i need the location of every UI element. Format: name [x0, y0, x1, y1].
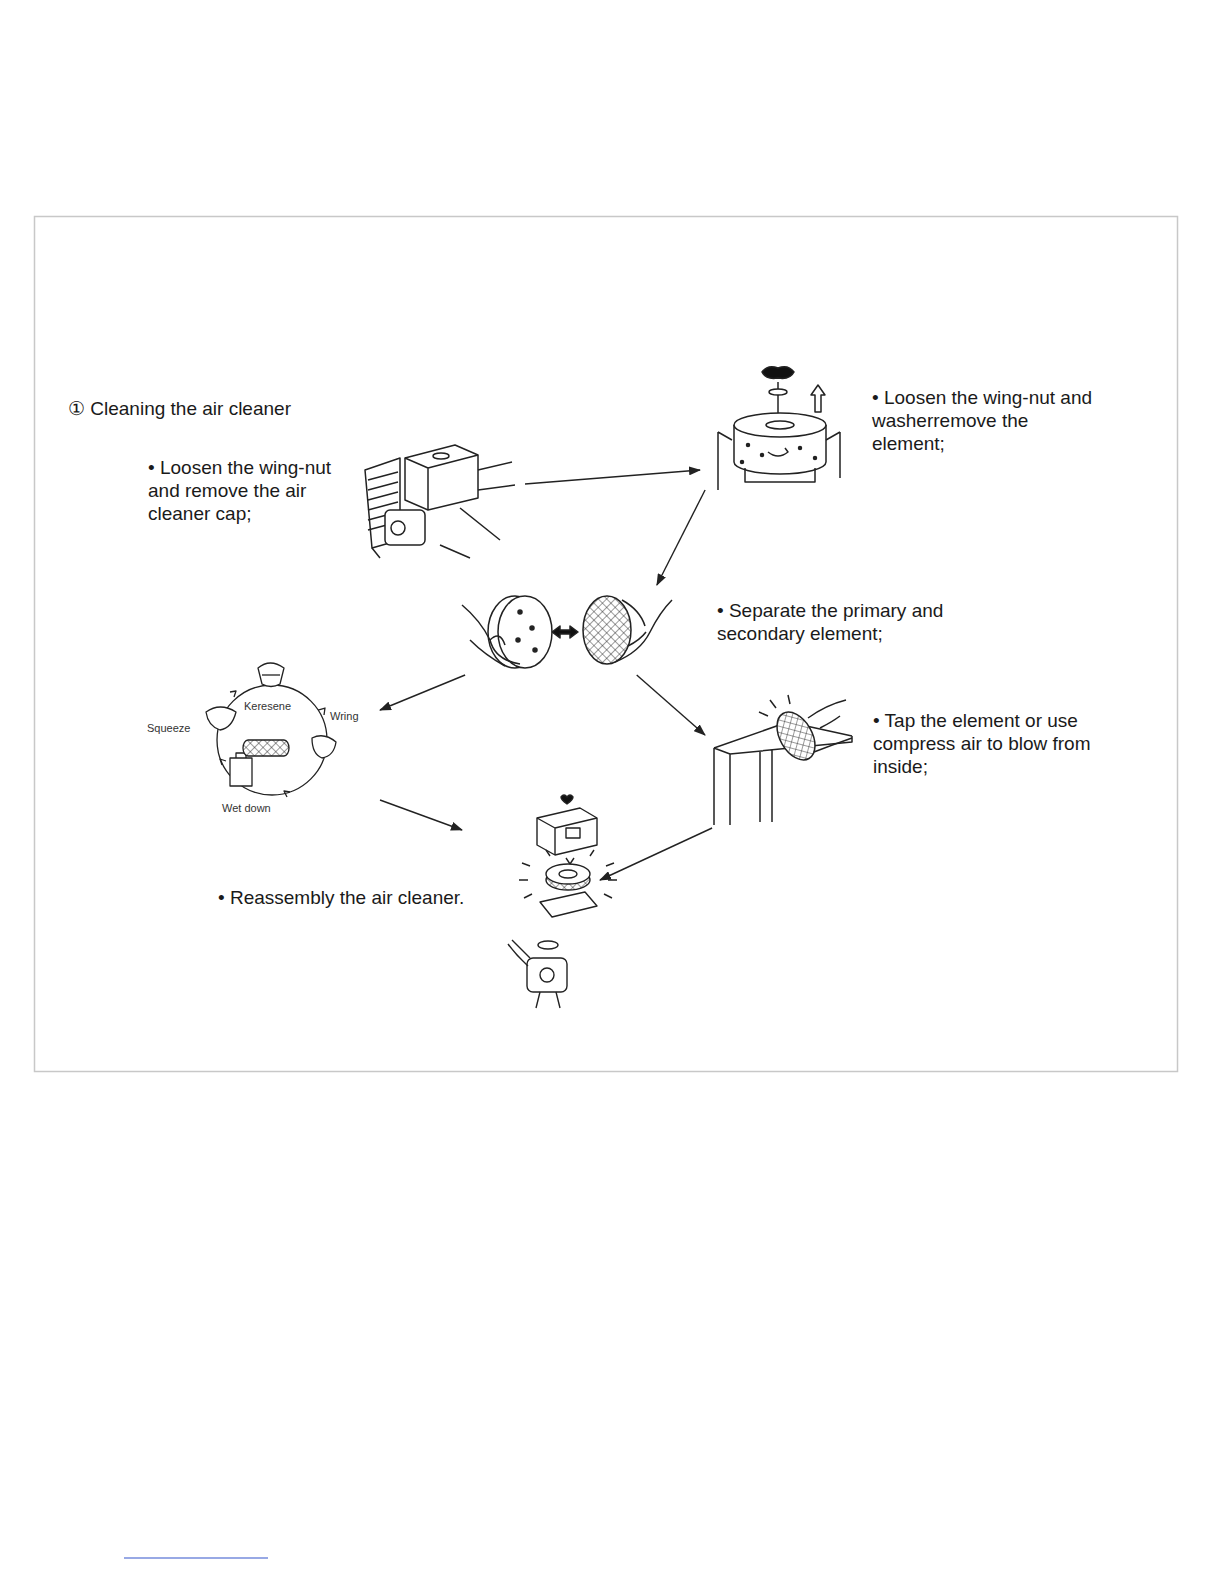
kerosene-wash-cycle — [230, 691, 236, 697]
element-separation-illustration — [518, 610, 522, 614]
reassembly-illustration — [508, 795, 617, 1008]
reassembly-illustration — [540, 892, 597, 917]
tap-on-table-illustration — [759, 695, 790, 716]
reassembly-illustration — [537, 818, 597, 855]
engine-illustration — [365, 445, 515, 558]
engine-illustration — [405, 445, 478, 510]
flow-arrow — [380, 800, 462, 830]
flow-arrow — [637, 675, 705, 735]
reassembly-illustration — [566, 858, 574, 864]
reassembly-illustration — [546, 864, 590, 884]
wash-cycle-node: KereseneWringSqueezeWet down — [140, 650, 380, 822]
step-text: • Separate the primary and secondary ele… — [717, 599, 979, 645]
filter-housing-illustration — [718, 432, 840, 490]
element-separation-illustration — [462, 596, 672, 668]
reassembly-illustration — [527, 958, 567, 992]
flow-arrow — [600, 828, 712, 880]
step-node: • Loosen the wing-nut and washerremove t… — [700, 360, 1100, 490]
reassembly-illustration — [537, 808, 597, 855]
element-separation-illustration — [498, 596, 552, 668]
filter-housing-illustration — [768, 448, 788, 456]
diagram-title: ① Cleaning the air cleaner — [68, 397, 291, 420]
flow-arrow — [657, 490, 705, 585]
kerosene-wash-cycle — [258, 663, 284, 687]
kerosene-wash-cycle — [220, 759, 226, 765]
kerosene-wash-cycle — [230, 758, 252, 786]
step-text: • Tap the element or use compress air to… — [873, 709, 1125, 778]
tap-on-table-illustration — [808, 700, 852, 752]
step-node: • Separate the primary and secondary ele… — [455, 585, 985, 675]
process-label: Wet down — [222, 802, 271, 815]
filter-housing-illustration — [761, 454, 764, 457]
element-separation-illustration — [533, 648, 537, 652]
filter-housing-illustration — [762, 367, 794, 379]
element-separation-illustration — [462, 605, 520, 666]
element-separation-illustration — [552, 626, 578, 638]
filter-housing-illustration — [811, 385, 825, 412]
element-separation-illustration — [516, 638, 520, 642]
step-text: • Loosen the wing-nut and washerremove t… — [872, 386, 1094, 455]
reassembly-illustration — [538, 941, 558, 949]
kerosene-wash-cycle — [318, 708, 325, 715]
reassembly-illustration — [519, 850, 617, 898]
tap-on-table-illustration — [714, 695, 852, 825]
filter-housing-illustration — [747, 444, 750, 447]
filter-housing-illustration — [769, 389, 787, 395]
filter-housing-illustration — [814, 457, 817, 460]
kerosene-wash-cycle — [206, 663, 336, 797]
process-label: Keresene — [244, 700, 291, 713]
step-text: • Loosen the wing-nut and remove the air… — [148, 456, 336, 525]
kerosene-wash-cycle — [217, 685, 327, 795]
step-node: • Tap the element or use compress air to… — [705, 695, 1131, 828]
step-text: • Reassembly the air cleaner. — [218, 886, 518, 909]
reassembly-illustration — [540, 968, 554, 982]
engine-illustration — [405, 455, 478, 510]
engine-illustration — [385, 510, 425, 545]
process-label: Squeeze — [147, 722, 190, 735]
element-separation-illustration — [583, 596, 631, 664]
step-node: • Reassembly the air cleaner. — [215, 830, 600, 1012]
engine-illustration — [433, 453, 449, 459]
filter-housing-illustration — [741, 461, 744, 464]
kerosene-wash-cycle — [312, 736, 336, 758]
reassembly-illustration — [559, 870, 577, 878]
reassembly-illustration — [566, 828, 580, 838]
filter-housing-illustration — [766, 421, 794, 429]
frame-border — [35, 217, 1178, 1072]
kerosene-wash-cycle — [243, 740, 289, 756]
reassembly-illustration — [561, 795, 573, 804]
flow-arrow — [380, 675, 465, 710]
element-separation-illustration — [615, 600, 672, 662]
kerosene-wash-cycle — [206, 707, 236, 730]
reassembly-illustration — [508, 940, 560, 1008]
engine-illustration — [372, 462, 515, 558]
tap-on-table-illustration — [769, 705, 823, 766]
kerosene-wash-cycle — [262, 674, 280, 675]
filter-housing-illustration — [734, 413, 826, 437]
kerosene-wash-cycle — [284, 791, 290, 797]
element-separation-illustration — [530, 626, 534, 630]
filter-housing-illustration — [718, 367, 840, 490]
flow-arrow — [525, 470, 700, 484]
step-node: • Loosen the wing-nut and remove the air… — [140, 440, 525, 565]
process-label: Wring — [330, 710, 359, 723]
link-underline — [124, 1557, 268, 1558]
filter-housing-illustration — [799, 447, 802, 450]
engine-illustration — [391, 521, 405, 535]
